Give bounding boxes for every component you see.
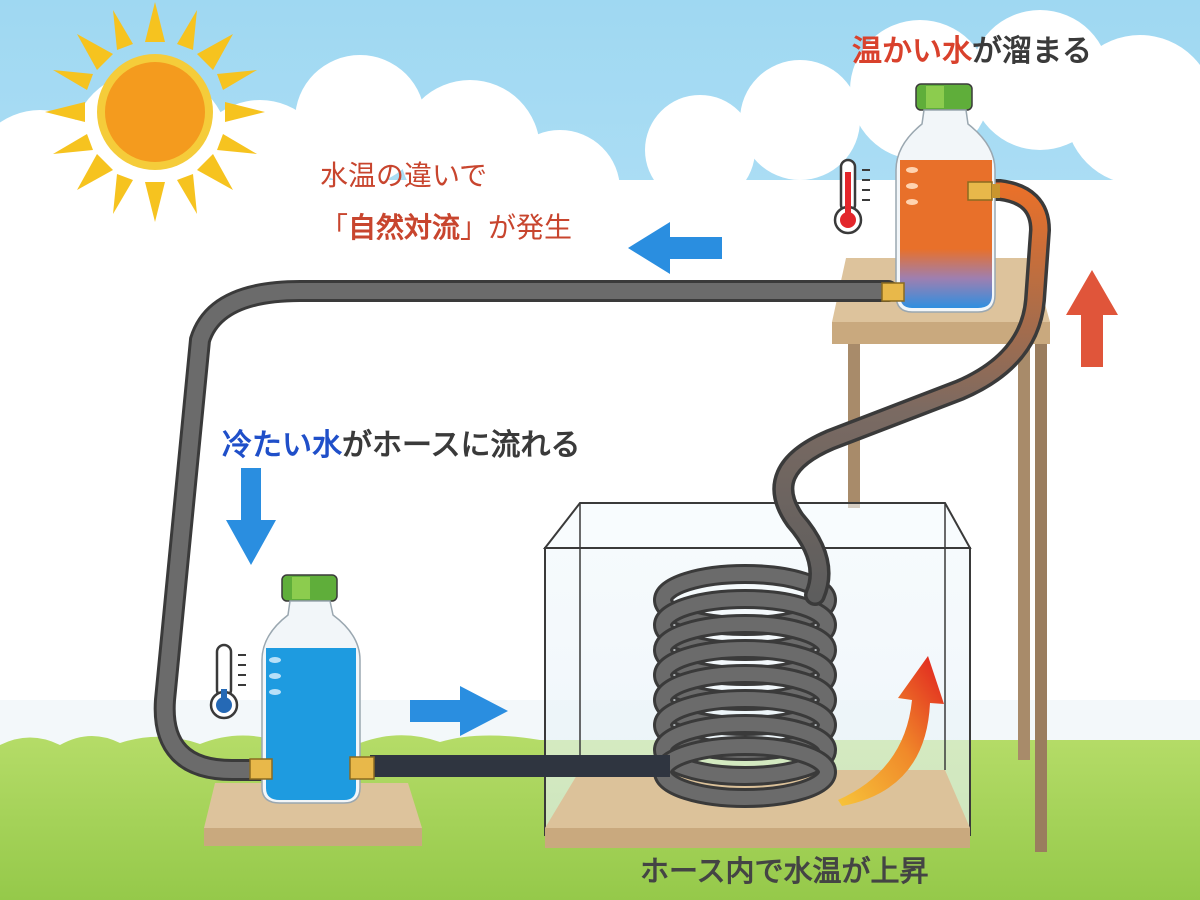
flow-arrow-right-icon — [410, 686, 508, 736]
flow-arrow-down-icon — [226, 468, 276, 565]
cold-water-bottle — [249, 574, 375, 804]
lower-wooden-board — [204, 783, 422, 846]
thermometer-hot-icon — [833, 158, 870, 235]
temperature-rise-label: ホース内で水温が上昇 — [640, 854, 929, 888]
convection-line-2: 「自然対流」が発生 — [320, 211, 573, 244]
convection-line-1: 水温の違いで — [320, 159, 488, 192]
cold-water-label: 冷たい水がホースに流れる — [222, 428, 581, 463]
convection-label: 水温の違いで 「自然対流」が発生 — [320, 150, 572, 254]
thermometer-cold-icon — [209, 643, 246, 720]
flow-arrow-left-icon — [628, 222, 722, 274]
warm-water-bottle — [881, 83, 1000, 313]
flow-arrow-up-icon — [1066, 270, 1118, 367]
hose-coil — [653, 564, 837, 808]
heat-rise-arrow-icon — [838, 656, 944, 806]
sun-icon — [45, 2, 265, 222]
warm-water-label: 温かい水が溜まる — [852, 34, 1092, 69]
